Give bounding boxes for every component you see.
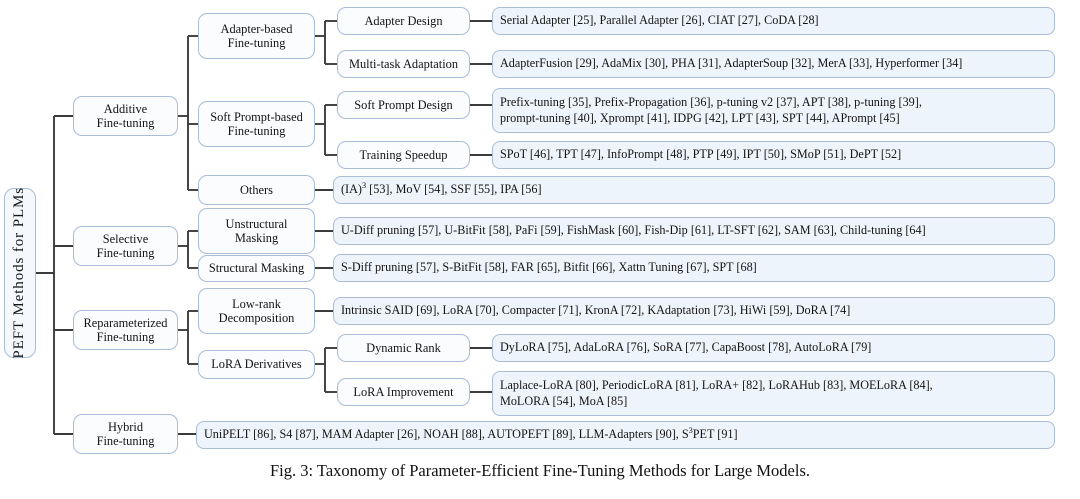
node-lora-improvement[interactable]: LoRA Improvement [337,378,470,406]
leaf-soft-prompt-design-methods[interactable]: Prefix-tuning [35], Prefix-Propagation [… [492,88,1055,133]
leaf-text-line: MoLORA [54], MoA [85] [500,393,628,408]
node-label-multi-task-adaptation: Multi-task Adaptation [348,56,459,71]
leaf-unstructural-masking-methods[interactable]: U-Diff pruning [57], U-BitFit [58], PaFi… [333,217,1055,245]
node-label-training-speedup: Training Speedup [359,147,448,162]
root-node-peft-methods[interactable]: PEFT Methods for PLMs [4,187,36,359]
leaf-low-rank-decomposition-methods[interactable]: Intrinsic SAID [69], LoRA [70], Compacte… [333,297,1055,325]
leaf-text: Serial Adapter [25], Parallel Adapter [2… [500,13,819,28]
leaf-text: UniPELT [86], S4 [87], MAM Adapter [26],… [204,426,738,442]
node-label-adapter-design: Adapter Design [364,13,443,28]
node-dynamic-rank[interactable]: Dynamic Rank [337,334,470,362]
node-adapter-design[interactable]: Adapter Design [337,7,470,35]
root-node-label: PEFT Methods for PLMs [11,187,28,359]
leaf-text: S-Diff pruning [57], S-BitFit [58], FAR … [341,260,757,275]
leaf-text: DyLoRA [75], AdaLoRA [76], SoRA [77], Ca… [500,340,872,355]
leaf-structural-masking-methods[interactable]: S-Diff pruning [57], S-BitFit [58], FAR … [333,254,1055,282]
node-training-speedup[interactable]: Training Speedup [337,141,470,169]
leaf-text-line: Prefix-tuning [35], Prefix-Propagation [… [500,94,922,109]
node-structural-masking[interactable]: Structural Masking [198,255,315,282]
leaf-text-line: prompt-tuning [40], Xprompt [41], IDPG [… [500,110,900,125]
leaf-text: Intrinsic SAID [69], LoRA [70], Compacte… [341,303,851,318]
node-label-lora-derivatives: LoRA Derivatives [211,357,302,372]
leaf-lora-improvement-methods[interactable]: Laplace-LoRA [80], PeriodicLoRA [81], Lo… [492,371,1055,416]
leaf-text: Laplace-LoRA [80], PeriodicLoRA [81], Lo… [500,378,933,410]
leaf-hybrid-methods[interactable]: UniPELT [86], S4 [87], MAM Adapter [26],… [196,421,1055,449]
leaf-text: AdapterFusion [29], AdaMix [30], PHA [31… [500,56,963,71]
leaf-multi-task-adaptation-methods[interactable]: AdapterFusion [29], AdaMix [30], PHA [31… [492,50,1055,78]
leaf-text-line: Laplace-LoRA [80], PeriodicLoRA [81], Lo… [500,377,933,392]
node-label-structural-masking: Structural Masking [208,261,305,276]
node-label-others: Others [239,182,274,197]
leaf-text: (IA)3 [53], MoV [54], SSF [55], IPA [56] [341,181,542,197]
node-lora-derivatives[interactable]: LoRA Derivatives [198,350,315,379]
leaf-text: Prefix-tuning [35], Prefix-Propagation [… [500,95,922,127]
figure-caption: Fig. 3: Taxonomy of Parameter-Efficient … [269,461,811,480]
leaf-text: SPoT [46], TPT [47], InfoPrompt [48], PT… [500,147,902,162]
node-label-dynamic-rank: Dynamic Rank [366,340,441,355]
leaf-dynamic-rank-methods[interactable]: DyLoRA [75], AdaLoRA [76], SoRA [77], Ca… [492,334,1055,362]
node-label-soft-prompt-design: Soft Prompt Design [354,97,453,112]
leaf-training-speedup-methods[interactable]: SPoT [46], TPT [47], InfoPrompt [48], PT… [492,141,1055,169]
leaf-text: U-Diff pruning [57], U-BitFit [58], PaFi… [341,223,926,238]
leaf-adapter-design-methods[interactable]: Serial Adapter [25], Parallel Adapter [2… [492,7,1055,35]
node-label-lora-improvement: LoRA Improvement [353,384,454,399]
node-others[interactable]: Others [198,175,315,205]
leaf-others-methods[interactable]: (IA)3 [53], MoV [54], SSF [55], IPA [56] [333,176,1055,204]
node-soft-prompt-design[interactable]: Soft Prompt Design [337,91,470,119]
node-multi-task-adaptation[interactable]: Multi-task Adaptation [337,50,470,78]
